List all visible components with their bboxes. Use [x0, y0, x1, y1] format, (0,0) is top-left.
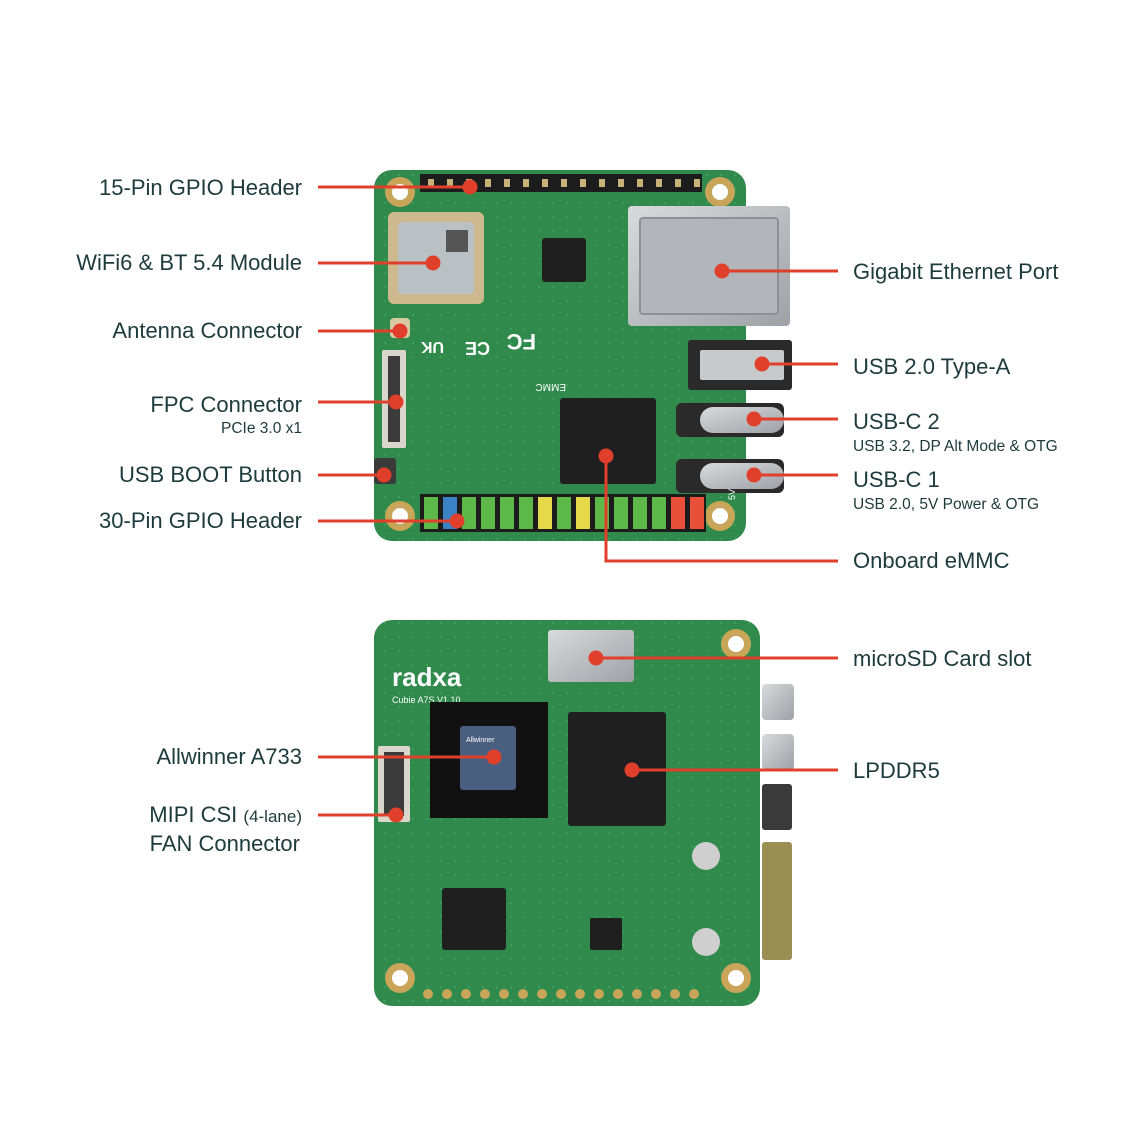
lpddr5-chip [568, 712, 666, 826]
label-usb-a: USB 2.0 Type-A [853, 354, 1011, 379]
label-30-pin-gpio: 30-Pin GPIO Header [99, 508, 302, 533]
label-mipi-csi: MIPI CSI (4-lane) [149, 802, 302, 830]
label-15-pin-gpio: 15-Pin GPIO Header [99, 175, 302, 200]
ic-chip [442, 888, 506, 950]
label-microsd-slot: microSD Card slot [853, 646, 1032, 671]
label-allwinner-a733: Allwinner A733 [156, 744, 302, 769]
fcc-mark: FC [507, 329, 536, 354]
label-fpc-connector-sub: PCIe 3.0 x1 [221, 420, 302, 437]
label-mipi-csi-main: MIPI CSI [149, 802, 238, 827]
side-connectors [762, 684, 794, 960]
emmc-chip [560, 398, 656, 484]
model-silk: Cubie A7S V1.10 [392, 695, 461, 705]
label-usb-boot-button: USB BOOT Button [118, 462, 302, 487]
label-usb-c-1-sub: USB 2.0, 5V Power & OTG [853, 496, 1040, 513]
label-lpddr5: LPDDR5 [853, 758, 940, 783]
label-mipi-csi-lanes: (4-lane) [243, 807, 302, 826]
label-usb-c-2-sub: USB 3.2, DP Alt Mode & OTG [853, 438, 1058, 455]
gpio-30-pin-header [420, 494, 706, 532]
ukca-mark: UK [420, 338, 444, 355]
label-ethernet-port: Gigabit Ethernet Port [853, 259, 1059, 284]
top-board: FC CE UK EMMC 5V [374, 170, 792, 541]
soc-brand-silk: Allwinner [466, 737, 495, 744]
fivev-silk: 5V [727, 489, 737, 500]
gpio-15-pin-header [420, 174, 702, 192]
label-fpc-connector: FPC Connector [150, 392, 302, 417]
label-usb-c-2: USB-C 2 [853, 409, 940, 434]
usb-c-port [676, 403, 784, 493]
label-usb-c-1: USB-C 1 [853, 467, 940, 492]
brand-logo: radxa [392, 662, 462, 692]
label-onboard-emmc: Onboard eMMC [853, 548, 1010, 573]
screw-terminal [692, 842, 720, 956]
label-fan-connector: FAN Connector [149, 831, 300, 856]
mipi-csi-connector [378, 746, 410, 822]
callouts [318, 179, 838, 823]
label-wifi-module: WiFi6 & BT 5.4 Module [76, 250, 302, 275]
ce-mark: CE [465, 338, 490, 358]
bottom-board: radxa Cubie A7S V1.10 Allwinner [374, 620, 794, 1006]
label-antenna-connector: Antenna Connector [112, 318, 302, 343]
mounting-hole [385, 629, 751, 993]
emmc-silk: EMMC [535, 381, 566, 392]
ic-chip [542, 238, 586, 282]
ethernet-port [628, 206, 790, 326]
bottom-pin-row [423, 989, 699, 999]
ic-chip [590, 918, 622, 950]
